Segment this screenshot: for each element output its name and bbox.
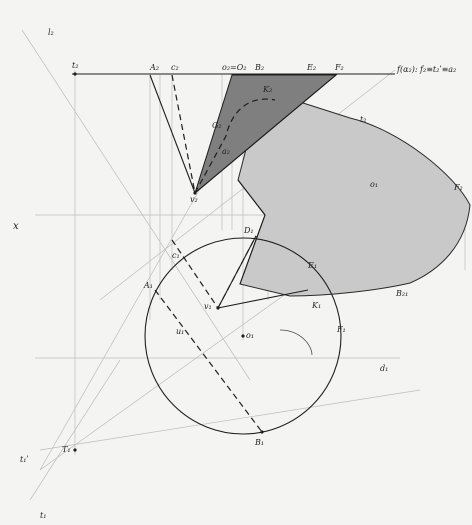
- dashed-v1-D1: [217, 235, 257, 309]
- label-B1-right: B₂₁: [395, 289, 408, 298]
- label-v2: v₂: [190, 195, 198, 204]
- edge-upper-shadow: [237, 179, 266, 216]
- label-o1-upper: o₁: [370, 180, 378, 189]
- label-c2: c₂: [171, 63, 179, 72]
- label-A2: A₂: [149, 63, 159, 72]
- label-c1: c₁: [172, 251, 180, 260]
- label-a2-left: a₂: [222, 147, 230, 156]
- point-v2: [193, 191, 197, 195]
- label-formula: f(α₂): f₂≡t₂ʹ≡a₂: [396, 65, 456, 74]
- t1-trace-line-2: [39, 179, 206, 471]
- label-t2-mid: t₂: [360, 115, 366, 124]
- dashed-curve-k2: [194, 98, 276, 194]
- label-u1: u₁: [176, 327, 184, 336]
- dashed-A1-B1: [154, 289, 263, 433]
- oblique-projection-line-1: [21, 29, 251, 381]
- point-B1: [260, 430, 264, 434]
- labels: l₂ t₂ x A₂ c₂ o₂=O₂ B₂ E₂ F₂ f(α₂): f₂≡t…: [13, 28, 463, 520]
- label-x-axis: x: [13, 221, 19, 232]
- label-o2-O2: o₂=O₂: [222, 63, 247, 72]
- point-l2: [73, 72, 77, 76]
- label-v1: v₁: [204, 302, 212, 311]
- label-T1: T₁: [62, 445, 71, 454]
- label-l2: l₂: [48, 28, 54, 37]
- label-t2-top: t₂: [72, 61, 78, 70]
- dashed-c1-v1: [171, 239, 219, 309]
- label-E1: E₁: [307, 261, 317, 270]
- label-o1-center: o₁: [246, 331, 254, 340]
- label-A1: A₁: [143, 281, 153, 290]
- edge-lower-shadow: [239, 214, 266, 285]
- label-F2: F₂: [334, 63, 344, 72]
- t1-trace-line-4: [29, 359, 121, 501]
- label-K2: K₂: [262, 85, 272, 94]
- label-B1-bottom: B₁: [254, 438, 264, 447]
- label-t1-bottom: t₁: [40, 511, 46, 520]
- dashed-hidden-lines: [154, 74, 276, 433]
- label-B2-top: B₂: [254, 63, 264, 72]
- shadow-region-light: [237, 87, 471, 297]
- label-K1: K₁: [311, 301, 321, 310]
- label-F2-right: F₂: [453, 183, 463, 192]
- label-t1-left: t₁ʹ: [20, 455, 29, 464]
- dashed-c2-v2: [171, 74, 196, 194]
- edge-v1-E1: [217, 289, 309, 309]
- point-T1: [73, 448, 77, 452]
- edge-v2-F2: [194, 74, 337, 194]
- points: [73, 72, 264, 452]
- point-o1-center: [241, 334, 245, 338]
- label-D1: D₁: [243, 226, 254, 235]
- point-v1: [216, 306, 220, 310]
- edge-A2-v2: [149, 74, 196, 194]
- base-circle-view1: [144, 237, 342, 435]
- label-E2: E₂: [306, 63, 316, 72]
- label-F1: F₁: [336, 325, 346, 334]
- arc-mark: [279, 329, 313, 356]
- t1-trace-line-1: [39, 389, 421, 451]
- label-d1: d₁: [380, 364, 388, 373]
- label-G2: G₂: [212, 121, 222, 130]
